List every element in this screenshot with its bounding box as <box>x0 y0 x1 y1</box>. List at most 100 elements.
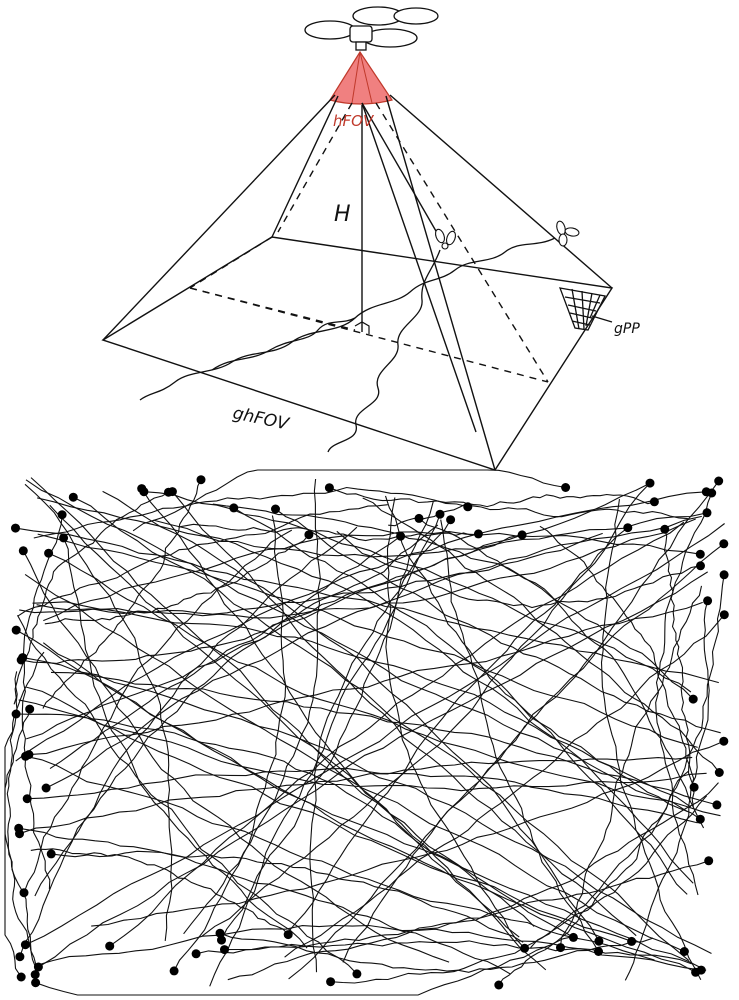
trajectory-endpoint <box>57 510 67 520</box>
trajectory-endpoint <box>679 947 689 956</box>
trajectory-line <box>19 532 603 615</box>
trajectory-line <box>15 491 707 762</box>
trajectory-line <box>50 671 718 806</box>
hfov-wedge <box>329 50 393 105</box>
gpp-label: gPP <box>614 321 640 337</box>
trajectory-endpoint <box>702 508 712 518</box>
trajectory-endpoint <box>568 932 578 942</box>
trajectory-line <box>63 537 308 949</box>
trajectory-endpoint <box>414 513 424 523</box>
trajectory-line <box>17 504 388 617</box>
trajectory-endpoint <box>33 962 43 972</box>
trajectory-endpoint <box>645 478 655 488</box>
trajectory-endpoint <box>594 947 603 956</box>
hfov-label: hFOV <box>333 112 375 130</box>
trajectory-endpoint <box>196 475 206 485</box>
trajectory-endpoint <box>169 966 179 976</box>
trajectory-line <box>227 860 709 981</box>
trajectory-line <box>109 521 685 947</box>
trajectory-line <box>4 708 38 971</box>
trajectory-line <box>24 573 685 953</box>
trajectory-line <box>91 740 725 927</box>
trajectory-line <box>21 524 439 664</box>
trajectory-endpoint <box>714 768 724 777</box>
trajectory-line <box>624 600 710 981</box>
trajectory-line <box>15 527 719 684</box>
trajectory-endpoint <box>44 548 54 558</box>
trajectory-endpoint <box>435 509 445 519</box>
trajectory-line <box>49 534 523 770</box>
ground-plane <box>101 236 614 471</box>
trajectory-endpoint <box>46 849 56 859</box>
trajectory-endpoint <box>695 814 705 824</box>
trajectory-endpoint <box>11 523 20 533</box>
trajectory-line <box>48 552 721 817</box>
trajectory-line <box>25 755 655 961</box>
trajectory-line <box>384 495 701 820</box>
trajectory-line <box>18 827 511 975</box>
trajectory-endpoint <box>164 487 173 497</box>
trajectory-endpoint <box>31 978 41 988</box>
trajectory-endpoint <box>623 523 633 533</box>
trajectory-line <box>37 533 698 748</box>
trajectory-line <box>33 486 468 539</box>
trajectory-endpoint <box>215 928 225 938</box>
trajectory-line <box>30 477 520 938</box>
trajectory-endpoint <box>473 529 483 539</box>
trajectory-line <box>44 534 310 625</box>
trajectory-endpoint <box>707 488 717 498</box>
trajectory-line <box>178 523 479 542</box>
trajectory-line <box>16 713 535 927</box>
trajectory-endpoint <box>25 704 35 714</box>
trajectory-endpoint <box>520 943 530 953</box>
trajectory-line <box>51 850 524 943</box>
trajectory-line <box>183 478 321 935</box>
trajectory-line <box>362 497 720 773</box>
trajectory-line <box>22 657 712 954</box>
trajectory-endpoint <box>627 936 637 946</box>
trajectory-endpoint <box>446 515 456 525</box>
trajectory-endpoint <box>22 794 32 804</box>
trajectory-line <box>336 530 701 609</box>
trajectory-line <box>663 529 695 807</box>
trajectory-endpoint <box>324 483 334 493</box>
trajectory-line <box>440 519 599 952</box>
trajectory-endpoint <box>714 476 724 486</box>
trajectory-line <box>26 482 652 740</box>
small-drone-icon <box>434 228 457 250</box>
trajectory-line <box>201 482 651 937</box>
trajectory-endpoint <box>712 800 722 810</box>
trajectory-endpoint <box>463 502 473 512</box>
trajectory-endpoint <box>688 694 698 704</box>
trajectory-line <box>329 487 688 520</box>
trajectory-endpoint <box>16 972 26 982</box>
trajectory-line <box>530 574 725 949</box>
trajectory-line <box>17 614 358 975</box>
trajectory-endpoint <box>304 530 314 540</box>
trajectory-endpoint <box>220 945 229 955</box>
fov-pyramid-diagram <box>101 6 614 471</box>
trajectory-line <box>219 932 654 973</box>
trajectory-endpoint <box>695 549 705 559</box>
trajectory-line <box>600 499 702 981</box>
trajectory-line <box>28 601 703 756</box>
trajectory-endpoint <box>15 829 24 839</box>
ghfov-label: ghFOV <box>231 403 292 435</box>
trajectory-endpoint <box>217 935 226 945</box>
height-label: H <box>334 202 351 227</box>
trajectory-line <box>173 515 287 972</box>
trajectory-endpoint <box>494 980 504 990</box>
trajectory-line <box>559 585 703 948</box>
trajectory-endpoint <box>18 546 28 556</box>
trajectory-endpoint <box>30 970 40 980</box>
trajectory-endpoint <box>68 492 78 502</box>
trajectory-endpoint <box>191 949 201 959</box>
trajectory-endpoint <box>105 941 115 951</box>
trajectory-line <box>342 543 725 963</box>
trajectory-line <box>73 496 690 962</box>
trajectory-endpoint <box>352 969 362 979</box>
trajectory-line <box>36 604 692 808</box>
trajectory-line <box>275 508 721 734</box>
trajectory-line <box>209 514 441 987</box>
trajectory-line <box>25 479 688 813</box>
